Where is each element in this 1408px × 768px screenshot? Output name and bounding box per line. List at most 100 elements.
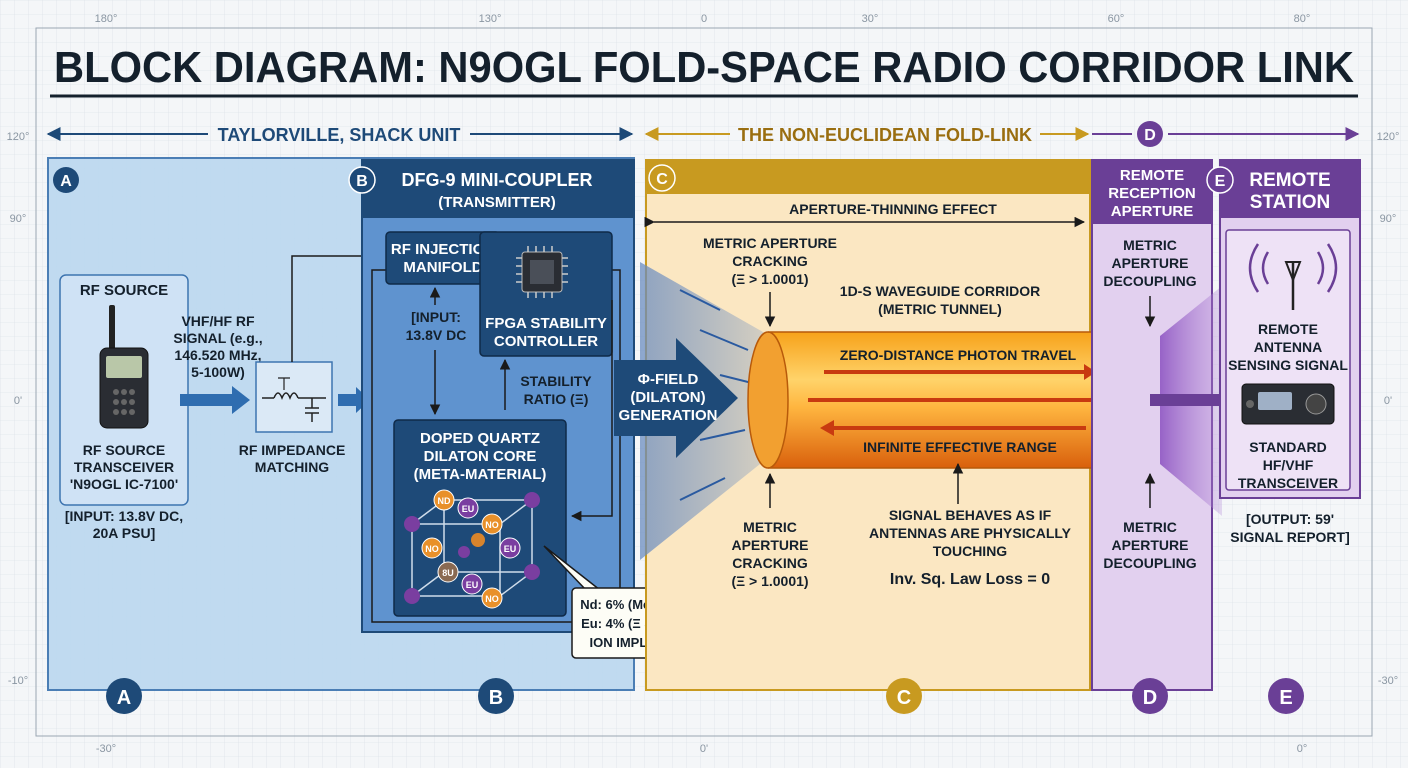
lattice-node xyxy=(471,533,485,547)
tick-top-2: 130° xyxy=(479,13,502,25)
signal-line1: VHF/HF RF xyxy=(181,313,255,329)
span-remote-badge-label: D xyxy=(1144,127,1156,144)
remote-output-arrow xyxy=(1150,386,1246,414)
section-b-bottom-badge xyxy=(478,678,514,714)
atom-label: NO xyxy=(485,520,499,530)
tick-left-1: 120° xyxy=(7,131,30,143)
base-transceiver-icon xyxy=(1241,383,1335,425)
span-foldlink-label: THE NON-EUCLIDEAN FOLD-LINK xyxy=(738,125,1032,145)
atom-label: ND xyxy=(438,496,451,506)
diagram-frame xyxy=(35,27,1373,737)
cracking-bottom-line4: (Ξ > 1.0001) xyxy=(731,573,808,589)
antenna-icon xyxy=(1248,243,1338,310)
center-beam-arrow xyxy=(808,390,1110,410)
atom-nd xyxy=(433,489,455,511)
core-label-line3: (META-MATERIAL) xyxy=(414,466,547,483)
core-box xyxy=(393,419,567,617)
span-shack-label: TAYLORVILLE, SHACK UNIT xyxy=(218,125,461,145)
antenna-line1: REMOTE xyxy=(1258,321,1318,337)
transceiver-line2: HF/VHF xyxy=(1263,457,1314,473)
tube-entry xyxy=(747,331,789,469)
atom-eu xyxy=(461,573,483,595)
aperture-thinning-bg xyxy=(780,200,1006,220)
span-shack: TAYLORVILLE, SHACK UNIT xyxy=(46,125,634,145)
aperture-thinning-label: APERTURE-THINNING EFFECT xyxy=(789,201,997,217)
capacitor xyxy=(305,398,319,422)
decoupling-bottom-line1: METRIC xyxy=(1123,519,1177,535)
section-e-bottom-badge xyxy=(1268,678,1304,714)
atom-eu xyxy=(499,537,521,559)
section-c-header xyxy=(646,160,1090,194)
radio-screen xyxy=(106,356,142,378)
beam-streak xyxy=(699,329,749,351)
fpga-label-line2: CONTROLLER xyxy=(494,333,598,350)
cracking-top-line2: CRACKING xyxy=(732,253,808,269)
beam-streak xyxy=(699,429,746,441)
phi-field-line1: Φ-FIELD xyxy=(638,371,699,388)
section-c-bottom-badge-label: C xyxy=(897,687,911,709)
tick-bottom-1: -30° xyxy=(96,743,116,755)
section-b-subtitle: (TRANSMITTER) xyxy=(438,194,555,211)
atom-eu xyxy=(457,497,479,519)
section-c-badge xyxy=(648,164,676,192)
decoupling-bottom-line3: DECOUPLING xyxy=(1103,555,1196,571)
infinite-range-arrow xyxy=(820,420,1086,436)
lc-circuit-icon xyxy=(262,377,326,422)
chip-icon xyxy=(516,246,568,298)
section-a-bottom-badge xyxy=(106,678,142,714)
beam-streak xyxy=(679,289,721,311)
phi-field-arrow xyxy=(614,338,738,458)
rf-source-transceiver-line3: 'N9OGL IC-7100' xyxy=(70,476,178,492)
antenna-line2: ANTENNA xyxy=(1254,339,1322,355)
radio-key xyxy=(121,409,127,415)
antenna-line3: SENSING SIGNAL xyxy=(1228,357,1348,373)
section-d-header-line3: APERTURE xyxy=(1111,203,1194,220)
infinite-range-label: INFINITE EFFECTIVE RANGE xyxy=(863,439,1057,455)
b-input-line1: [INPUT: xyxy=(411,309,461,325)
decoupling-bottom-line2: APERTURE xyxy=(1111,537,1188,553)
core-label-line1: DOPED QUARTZ xyxy=(420,430,540,447)
chip-pins xyxy=(516,246,568,298)
chip-die xyxy=(530,260,554,284)
section-b-bottom-badge-label: B xyxy=(489,687,503,709)
atom-no xyxy=(481,587,503,609)
cracking-top-line1: METRIC APERTURE xyxy=(703,235,837,251)
tick-bottom-3: 0° xyxy=(1297,743,1308,755)
cracking-bottom-line1: METRIC xyxy=(743,519,797,535)
section-e: E REMOTE STATION REMOTE ANTENNA SENSING … xyxy=(1206,159,1361,714)
rf-source-transceiver-line2: TRANSCEIVER xyxy=(74,459,174,475)
signal-line3: 146.520 MHz, xyxy=(174,347,261,363)
section-a-badge xyxy=(53,167,79,193)
phi-field-line3: GENERATION xyxy=(619,407,718,424)
atom-no xyxy=(481,513,503,535)
section-b-title: DFG-9 MINI-COUPLER xyxy=(402,170,593,190)
signal-line2: SIGNAL (e.g., xyxy=(173,330,262,346)
inverse-square-label: Inv. Sq. Law Loss = 0 xyxy=(890,571,1050,588)
rf-source-transceiver-line1: RF SOURCE xyxy=(83,442,165,458)
lattice-node xyxy=(404,516,420,532)
section-c-badge-label: C xyxy=(656,171,668,188)
b-input-line2: 13.8V DC xyxy=(406,327,467,343)
signal-arrow xyxy=(180,386,250,414)
radio-key xyxy=(121,399,127,405)
section-e-badge-label: E xyxy=(1215,173,1226,190)
zero-distance-label: ZERO-DISTANCE PHOTON TRAVEL xyxy=(840,347,1077,363)
dopant-atoms: ND EU NO NO EU 8U EU NO xyxy=(421,489,521,609)
manifold-label-line1: RF INJECTION xyxy=(391,241,495,258)
transceiver-line1: STANDARD xyxy=(1249,439,1327,455)
section-a-badge-label: A xyxy=(60,173,72,190)
stability-line1: STABILITY xyxy=(520,373,592,389)
impedance-label-line2: MATCHING xyxy=(255,459,330,475)
section-b-badge xyxy=(348,166,376,194)
tick-left-4: -10° xyxy=(8,675,28,687)
stability-line2: RATIO (Ξ) xyxy=(524,391,589,407)
section-e-header-line2: STATION xyxy=(1250,192,1331,213)
atom-label: NO xyxy=(485,594,499,604)
touching-line1: SIGNAL BEHAVES AS IF xyxy=(889,507,1052,523)
transceiver-knob xyxy=(1305,393,1327,415)
core-label-line2: DILATON CORE xyxy=(424,448,537,465)
section-a-bottom-badge-label: A xyxy=(117,687,131,709)
section-c: C APERTURE-THINNING EFFECT Φ-FIELD (DILA… xyxy=(614,159,1169,714)
tick-top-5: 60° xyxy=(1108,13,1125,25)
